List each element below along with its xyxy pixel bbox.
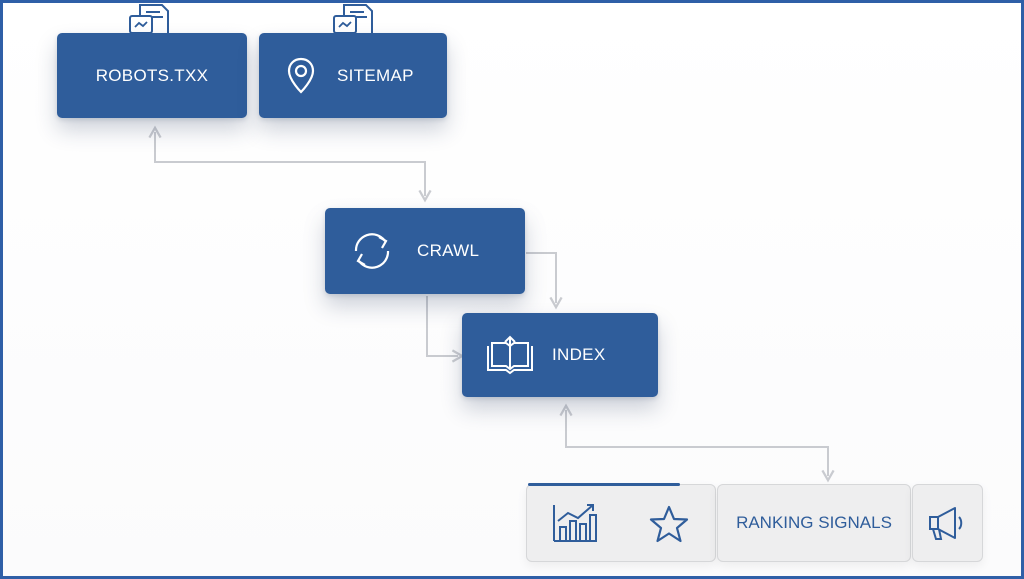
ranking-signals-panel[interactable]: RANKING SIGNALS bbox=[717, 484, 911, 562]
node-robots-label: ROBOTS.TXX bbox=[95, 65, 209, 85]
open-book-icon bbox=[487, 335, 533, 375]
node-crawl-label: CRAWL bbox=[417, 241, 480, 260]
panel-accent-bar bbox=[528, 483, 680, 486]
connector-crawl-to-index-right bbox=[526, 252, 563, 310]
location-pin-icon bbox=[287, 57, 315, 94]
document-icon bbox=[129, 4, 169, 41]
bar-chart-trend-icon bbox=[553, 504, 597, 542]
ranking-signals-label: RANKING SIGNALS bbox=[736, 513, 892, 532]
node-sitemap[interactable]: SITEMAP bbox=[259, 33, 447, 118]
connector-index-to-ranking bbox=[559, 403, 835, 483]
megaphone-icon bbox=[929, 507, 963, 540]
connector-robots-to-crawl bbox=[148, 125, 432, 203]
megaphone-panel[interactable] bbox=[912, 484, 983, 562]
refresh-cycle-icon bbox=[354, 233, 390, 269]
star-icon bbox=[649, 505, 689, 543]
ranking-icons-panel[interactable] bbox=[526, 484, 716, 562]
node-crawl[interactable]: CRAWL bbox=[325, 208, 525, 294]
node-index[interactable]: INDEX bbox=[462, 313, 658, 397]
node-index-label: INDEX bbox=[552, 345, 606, 364]
node-sitemap-label: SITEMAP bbox=[337, 65, 414, 85]
connector-crawl-to-index-left bbox=[426, 296, 465, 363]
node-robots-txx[interactable]: ROBOTS.TXX bbox=[57, 33, 247, 118]
